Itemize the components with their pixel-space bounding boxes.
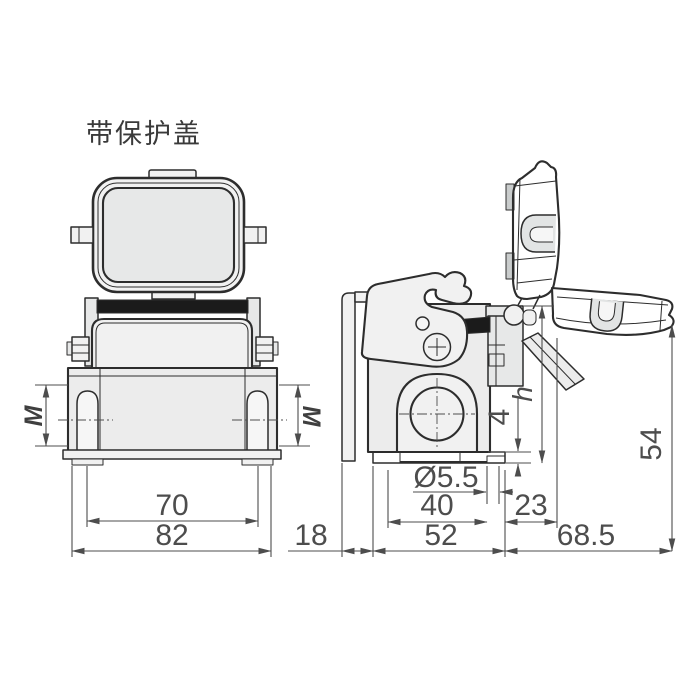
dim-18-label: 18 (294, 519, 327, 552)
dim-82-label: 82 (155, 519, 188, 552)
dim-m-left-label: M (20, 404, 48, 426)
dim-54-label: 54 (635, 427, 668, 460)
right-clamp-slot (246, 390, 269, 453)
left-clamp-slot (76, 390, 99, 453)
dim-h-label: h (507, 386, 538, 402)
bottom-flange (62, 449, 282, 460)
lower-body (66, 366, 279, 454)
dim-h: h (507, 305, 554, 464)
dim-m-right-label: M (297, 406, 325, 428)
left-screw (66, 336, 90, 362)
dim-4-label: 4 (483, 409, 516, 426)
dim-18: 18 (288, 463, 374, 557)
dim-4: 4 (483, 398, 531, 477)
side-view-dimensions: Ø5.5 40 23 18 (288, 305, 676, 557)
dim-m-left: M (20, 384, 68, 447)
dim-52: 52 (372, 470, 506, 557)
open-cover-swung (550, 286, 675, 336)
housing-shell (90, 317, 254, 383)
front-view (58, 169, 287, 466)
column-detail (488, 353, 505, 367)
latch-pivot (422, 332, 452, 362)
mounting-plate (341, 292, 356, 462)
cover-notch-inner-2 (597, 301, 616, 322)
open-cover-vertical (505, 160, 561, 301)
protective-cover-inner (101, 186, 236, 284)
dim-dia-label: Ø5.5 (413, 461, 478, 494)
protective-cover-mid (97, 182, 240, 288)
dim-70-label: 70 (155, 489, 188, 522)
dim-70: 70 (86, 466, 259, 527)
cover-latch-notch-inner (529, 226, 553, 243)
right-foot (241, 458, 274, 466)
dim-52-label: 52 (424, 519, 457, 552)
front-view-dimensions: M M 70 82 (20, 384, 325, 557)
latch-small-hole (415, 316, 430, 331)
dim-68-5: 68.5 (504, 519, 673, 555)
drawing-title: 带保护盖 (86, 119, 202, 149)
right-hinge-pin (243, 226, 267, 244)
hinge-knuckle-2 (522, 309, 537, 326)
dim-dia-5-5: Ø5.5 (413, 461, 513, 504)
hinge-knuckle (503, 304, 525, 326)
dim-23: 23 (504, 338, 558, 528)
side-view (341, 160, 675, 464)
dim-40: 40 (387, 470, 488, 528)
dim-68-5-label: 68.5 (557, 519, 615, 552)
left-hinge-pin (70, 226, 94, 244)
dim-m-right: M (279, 384, 325, 447)
gasket-seal-band (96, 299, 249, 314)
dim-82: 82 (71, 466, 272, 557)
right-column (487, 315, 524, 387)
left-foot (71, 458, 104, 466)
right-screw (255, 336, 279, 362)
side-bottom-flange (372, 451, 506, 464)
housing-shell-inner-line (95, 322, 249, 381)
dim-23-label: 23 (514, 489, 547, 522)
dim-40-label: 40 (420, 489, 453, 522)
dim-54: 54 (635, 324, 676, 552)
